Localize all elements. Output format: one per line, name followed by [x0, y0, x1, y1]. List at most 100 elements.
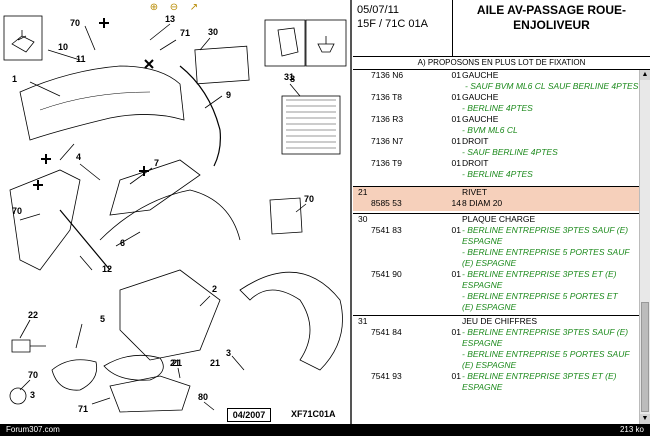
magnifier-plus-icon[interactable]: ⊕: [149, 1, 159, 13]
callout-number[interactable]: 12: [102, 264, 112, 274]
callout-number[interactable]: 21: [210, 358, 220, 368]
title-line-1: AILE AV-PASSAGE ROUE-: [476, 3, 627, 17]
plus-marker: [33, 180, 43, 190]
table-row-note: (E) ESPAGNE: [462, 302, 517, 312]
table-row-note: - BERLINE ENTREPRISE 5 PORTES SAUF: [462, 247, 630, 257]
callout-number[interactable]: 7: [154, 158, 159, 168]
callout-number[interactable]: 71: [78, 404, 88, 414]
inset-box-fastener: [305, 19, 347, 67]
apron-2: [119, 269, 221, 361]
table-row-note: - SAUF BERLINE 4PTES: [462, 147, 558, 157]
exploded-parts-diagram: 70 13 71 10 11 30 1 9 831 4 70 7 70 6 12 5 2 3 21 22 70 3 71 80…: [3, 14, 347, 414]
callout-number[interactable]: 4: [76, 152, 81, 162]
callout-number[interactable]: 22: [28, 310, 38, 320]
table-row-note: ESPAGNE: [462, 236, 503, 246]
magnifier-minus-icon[interactable]: ⊖: [169, 1, 179, 13]
scroll-up-icon[interactable]: ▲: [640, 70, 650, 80]
callout-number[interactable]: 70: [12, 206, 22, 216]
diagram-ref-code: XF71C01A: [291, 409, 336, 419]
callout-number[interactable]: 31: [284, 72, 294, 82]
inset-box-bracket: [264, 19, 306, 67]
plus-marker: [139, 166, 149, 176]
file-size-text: 213 ko: [619, 425, 644, 434]
inset-box-clip: [3, 15, 43, 61]
trim-strip-9: [179, 65, 221, 167]
bracket-6: [269, 197, 303, 235]
table-row-note: - BERLINE ENTREPRISE 5 PORTES SAUF: [462, 349, 630, 359]
callout-number[interactable]: 1: [12, 74, 17, 84]
table-row-note: (E) ESPAGNE: [462, 360, 517, 370]
list-header: 05/07/11 15F / 71C 01A AILE AV-PASSAGE R…: [353, 0, 650, 57]
callout-number[interactable]: 3: [226, 348, 231, 358]
plus-marker: [41, 154, 51, 164]
table-row-note: ESPAGNE: [462, 280, 503, 290]
title-line-2: ENJOLIVEUR: [513, 18, 590, 32]
arch-12: [99, 189, 241, 241]
zoom-toolbar: ⊕ ⊖ ↗: [145, 0, 203, 14]
callout-number[interactable]: 21: [172, 358, 182, 368]
table-row-note: (E) ESPAGNE: [462, 258, 517, 268]
reinforcement-7: [109, 159, 201, 216]
header-title: AILE AV-PASSAGE ROUE- ENJOLIVEUR: [453, 0, 650, 33]
table-row-note: ESPAGNE: [462, 382, 503, 392]
fender-part-1: [19, 65, 185, 141]
callout-number[interactable]: 70: [304, 194, 314, 204]
callout-number[interactable]: 8: [290, 74, 295, 84]
callout-number[interactable]: 9: [226, 90, 231, 100]
subheader-note: A) PROPOSONS EN PLUS LOT DE FIXATION: [353, 56, 650, 70]
inner-panel-4: [9, 169, 81, 271]
table-row-note: - BERLINE ENTREPRISE 5 PORTES ET: [462, 291, 618, 301]
callout-number[interactable]: 71: [180, 28, 190, 38]
callout-number[interactable]: 11: [76, 54, 86, 64]
watermark-text: Forum307.com: [6, 425, 60, 434]
callout-number[interactable]: 3: [30, 390, 35, 400]
table-row-note: - BERLINE 4PTES: [462, 103, 533, 113]
scroll-down-icon[interactable]: ▼: [640, 414, 650, 424]
washer-22: [9, 387, 27, 405]
plus-marker: [99, 18, 109, 28]
diagram-date-box: 04/2007: [227, 408, 271, 422]
table-row-note: - BVM ML6 CL: [462, 125, 518, 135]
callout-numbers: 70 13 71 10 11 30 1 9 831 4 70 7 70 6 12 5 2 3 21 22 70 3 71 80…: [12, 14, 314, 414]
clip-drawing: [11, 30, 35, 53]
header-date: 05/07/11: [357, 4, 400, 16]
cross-marker: [144, 59, 154, 69]
table-row-note: - BERLINE 4PTES: [462, 169, 533, 179]
magnifier-arrow-icon[interactable]: ↗: [189, 1, 199, 13]
footer-bar: Forum307.com 213 ko: [0, 424, 650, 436]
callout-number[interactable]: 30: [208, 27, 218, 37]
callout-number[interactable]: 21: [170, 358, 180, 368]
callout-number[interactable]: 5: [100, 314, 105, 324]
callout-number[interactable]: 70: [70, 18, 80, 28]
strip-5: [59, 209, 111, 271]
scroll-thumb[interactable]: [641, 302, 649, 412]
callout-number[interactable]: 70: [28, 370, 38, 380]
header-meta: 05/07/11 15F / 71C 01A: [353, 0, 453, 56]
list-scrollbar[interactable]: ▲ ▼: [639, 70, 650, 424]
callout-number[interactable]: 80: [198, 392, 208, 402]
callout-number[interactable]: 2: [212, 284, 217, 294]
label-card-30: [194, 45, 250, 85]
header-code: 15F / 71C 01A: [357, 18, 428, 30]
callout-number[interactable]: 6: [120, 238, 125, 248]
parts-list-panel: 05/07/11 15F / 71C 01A AILE AV-PASSAGE R…: [353, 0, 650, 424]
gasket-right: [103, 354, 164, 381]
callout-number[interactable]: 13: [165, 14, 175, 24]
table-row-note: ESPAGNE: [462, 338, 503, 348]
callout-number[interactable]: 10: [58, 42, 68, 52]
